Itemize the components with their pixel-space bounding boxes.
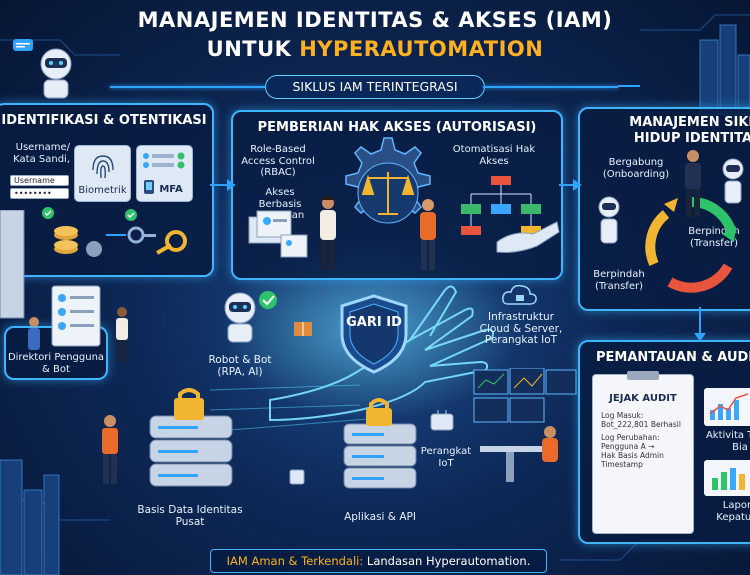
transfer-left-label: Berpindah (Transfer)	[593, 269, 645, 292]
panel-authentication: IDENTIFIKASI & OTENTIKASI Username/ Kata…	[0, 103, 214, 277]
subtitle-prefix: UNTUK	[206, 37, 300, 61]
activity-chart-card	[704, 388, 750, 426]
panel-title: PEMANTAUAN & AUDIT	[596, 350, 750, 365]
person-icon	[420, 199, 436, 270]
main-subtitle: UNTUK HYPERAUTOMATION	[0, 37, 750, 61]
mfa-card: MFA	[136, 145, 193, 202]
audit-line: Log Perubahan:	[601, 433, 660, 442]
footer-text: Landasan Hyperautomation.	[363, 554, 531, 568]
automation-label: Otomatisasi Hak Akses	[452, 144, 536, 167]
report-label: Lapora Kepatuha	[716, 500, 750, 523]
robots-label: Robot & Bot (RPA, AI)	[208, 354, 272, 378]
app-server-icon	[343, 398, 417, 489]
clip-icon	[627, 371, 659, 380]
subtitle-highlight: HYPERAUTOMATION	[299, 37, 544, 61]
audit-line: Timestamp	[601, 460, 643, 469]
chat-bubble-icon	[13, 39, 33, 51]
database-icon	[149, 388, 233, 487]
report-chart-card	[704, 460, 750, 496]
panel-authorization: PEMBERIAN HAK AKSES (AUTORISASI) Role-Ba…	[231, 110, 563, 280]
shield-text: GARI ID	[346, 315, 402, 330]
audit-entries: Log Masuk: Bot_222,801 Berhasil Log Peru…	[601, 411, 691, 469]
report-chart-icon	[712, 468, 745, 490]
robot-icon	[722, 158, 744, 204]
server-tower-icon	[0, 210, 25, 319]
mfa-label: MFA	[159, 184, 183, 195]
panel-title: MANAJEMEN SIKL HIDUP IDENTITA	[629, 115, 750, 146]
password-field[interactable]: ••••••••	[10, 188, 69, 199]
package-icon	[294, 322, 312, 336]
robot-hand-icon	[496, 221, 560, 253]
tokens-keys-icon	[42, 207, 187, 257]
audit-line: Bot_222,801 Berhasil	[601, 420, 681, 429]
panel-lifecycle: MANAJEMEN SIKL HIDUP IDENTITA Bergabung …	[578, 107, 750, 311]
panel-monitoring: PEMANTAUAN & AUDIT JEJAK AUDIT Log Masuk…	[578, 340, 750, 544]
iot-chip-icon	[289, 469, 305, 485]
person-icon	[320, 196, 336, 270]
audit-line: Log Masuk:	[601, 411, 644, 420]
robot-icon	[40, 48, 72, 99]
audit-line: Hak Basis Admin	[601, 451, 664, 460]
phone-icon	[144, 180, 154, 194]
checklist-icon	[143, 152, 185, 169]
audit-title: JEJAK AUDIT	[609, 393, 677, 404]
directory-illustration	[28, 285, 128, 362]
robot-icon	[224, 291, 277, 343]
username-label: Username/ Kata Sandi,	[13, 142, 70, 165]
biometric-label: Biometrik	[78, 185, 127, 196]
rbac-label: Role-Based Access Control (RBAC)	[241, 144, 315, 178]
iot-label: Perangkat IoT	[420, 446, 472, 469]
robot-icon	[598, 196, 620, 244]
audit-line: Pengguna A →	[601, 442, 655, 451]
username-field[interactable]: Username	[10, 175, 69, 186]
bar-chart-icon	[709, 393, 749, 420]
cloud-lock-icon	[502, 284, 537, 305]
workstation-illustration	[473, 368, 577, 482]
transfer-right-label: Berpindah (Transfer)	[688, 226, 740, 249]
documents-icon	[248, 210, 308, 258]
iot-device-icon	[430, 410, 454, 431]
infrastructure-label: Infrastruktur Cloud & Server, Perangkat …	[479, 311, 563, 346]
database-label: Basis Data Identitas Pusat	[137, 504, 243, 528]
footer-highlight: IAM Aman & Terkendali:	[226, 554, 364, 568]
flowchart-icon	[461, 176, 541, 235]
biometric-card: Biometrik	[74, 145, 131, 202]
directory-label: Direktori Pengguna & Bot	[7, 352, 105, 375]
main-title: MANAJEMEN IDENTITAS & AKSES (IAM)	[137, 8, 613, 32]
audit-clipboard: JEJAK AUDIT Log Masuk: Bot_222,801 Berha…	[592, 371, 694, 534]
person-icon	[102, 415, 118, 484]
apps-label: Aplikasi & API	[344, 511, 416, 523]
onboarding-label: Bergabung (Onboarding)	[602, 157, 670, 180]
shield-icon	[340, 294, 408, 374]
flow-line	[483, 86, 618, 88]
cycle-label: SIKLUS IAM TERINTEGRASI	[265, 75, 485, 99]
fingerprint-icon	[92, 155, 114, 179]
panel-title: PEMBERIAN HAK AKSES (AUTORISASI)	[257, 120, 537, 135]
activity-label: Aktivita Tidak Bia	[705, 430, 750, 453]
gear-scale-icon	[345, 137, 431, 224]
person-icon	[685, 150, 701, 217]
flow-line	[110, 86, 265, 88]
footer-banner: IAM Aman & Terkendali: Landasan Hyperaut…	[210, 549, 547, 573]
panel-title: IDENTIFIKASI & OTENTIKASI	[1, 113, 207, 128]
